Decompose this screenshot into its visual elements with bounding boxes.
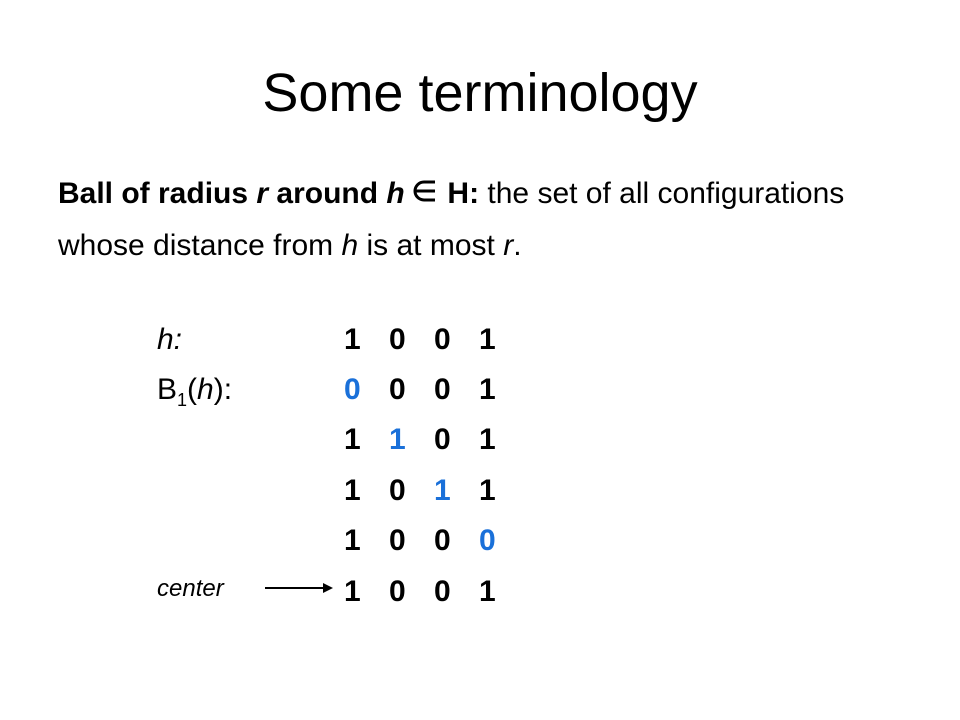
bit: 1 <box>479 474 496 507</box>
bit: 0 <box>434 423 451 456</box>
definition-text: Ball of radius r around h H: the set of … <box>58 168 938 272</box>
def-var-h2: h <box>341 229 359 262</box>
center-arrow-icon <box>265 583 333 593</box>
bit: 0 <box>434 575 451 608</box>
center-label: center <box>157 575 224 602</box>
bit: 1 <box>479 373 496 406</box>
ball-subscript: 1 <box>177 390 188 410</box>
def-text-3: . <box>513 229 522 262</box>
def-var-r2: r <box>503 229 514 262</box>
bit: 0 <box>434 373 451 406</box>
bit: 0 <box>344 373 361 406</box>
bit: 0 <box>389 474 406 507</box>
def-bold-1: Ball of radius <box>58 177 257 210</box>
bit: 1 <box>479 423 496 456</box>
bit: 0 <box>479 524 496 557</box>
element-of-icon <box>413 180 436 202</box>
def-text-1: the set of all configurations whose dist… <box>58 177 845 262</box>
bit: 0 <box>389 575 406 608</box>
slide-title: Some terminology <box>262 63 698 123</box>
bit: 0 <box>389 524 406 557</box>
bit: 1 <box>344 323 361 356</box>
def-text-2: is at most <box>358 229 504 262</box>
bit: 1 <box>344 575 361 608</box>
h-label: h: <box>157 323 183 356</box>
bit: 1 <box>389 423 406 456</box>
def-bold-2: around <box>268 177 387 210</box>
def-set-H: H: <box>447 177 480 210</box>
bit: 1 <box>344 474 361 507</box>
bit: 0 <box>389 323 406 356</box>
bit: 0 <box>389 373 406 406</box>
def-var-h: h <box>386 177 405 210</box>
bit: 1 <box>344 423 361 456</box>
bit: 1 <box>479 323 496 356</box>
bit: 0 <box>434 323 451 356</box>
bit: 0 <box>434 524 451 557</box>
ball-label: B1(h): <box>157 373 233 410</box>
def-var-r: r <box>256 177 269 210</box>
bit: 1 <box>479 575 496 608</box>
bit: 1 <box>344 524 361 557</box>
bit: 1 <box>434 474 451 507</box>
